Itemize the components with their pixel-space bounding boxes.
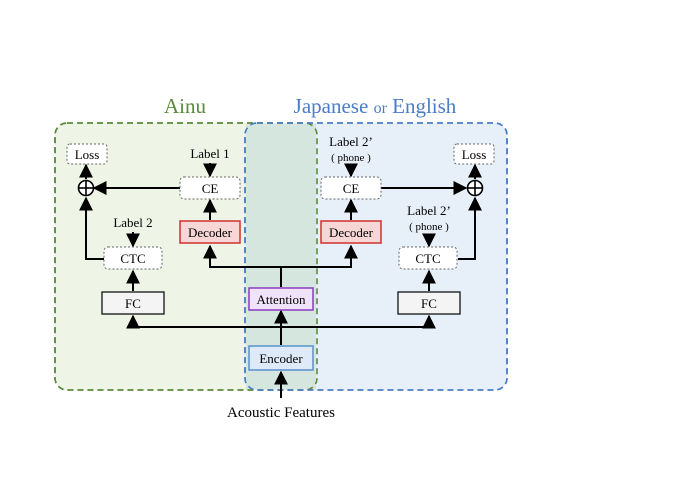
left-ctc-box (103, 246, 163, 270)
left-loss-label: Loss (75, 147, 100, 162)
right-ce-label: CE (343, 181, 360, 196)
target-language-title: Japanese or English (294, 94, 457, 118)
acoustic-features-label: Acoustic Features (227, 405, 335, 421)
right-fc-box (397, 291, 461, 315)
left-loss-box (66, 143, 108, 165)
left-sum-node (77, 179, 95, 197)
title-japanese: Japanese (294, 94, 369, 118)
right-decoder-box (320, 220, 382, 244)
ainu-title: Ainu (164, 94, 207, 118)
right-loss-label: Loss (462, 147, 487, 162)
encoder-label: Encoder (259, 351, 303, 366)
right-decoder-label: Decoder (329, 225, 374, 240)
right-label-mid: Label 2’ (407, 203, 451, 218)
left-label2: Label 2 (113, 215, 152, 230)
encoder-box (248, 345, 314, 371)
right-label-top-sub: ( phone ) (331, 152, 371, 164)
right-ctc-label: CTC (415, 251, 440, 266)
connections (79, 163, 482, 398)
left-ce-label: CE (202, 181, 219, 196)
left-ce-box (179, 176, 241, 200)
left-decoder-label: Decoder (188, 225, 233, 240)
right-loss-box (453, 143, 495, 165)
title-english: English (392, 94, 457, 118)
left-label1: Label 1 (190, 146, 229, 161)
left-fc-label: FC (125, 296, 141, 311)
left-decoder-box (179, 220, 241, 244)
attention-box (248, 287, 314, 311)
attention-label: Attention (256, 292, 306, 307)
title-or: or (374, 100, 388, 117)
right-fc-label: FC (421, 296, 437, 311)
right-ce-box (320, 176, 382, 200)
right-sum-node (466, 179, 484, 197)
left-ctc-label: CTC (120, 251, 145, 266)
right-label-mid-sub: ( phone ) (409, 221, 449, 233)
right-label-top: Label 2’ (329, 134, 373, 149)
left-fc-box (101, 291, 165, 315)
right-ctc-box (398, 246, 458, 270)
